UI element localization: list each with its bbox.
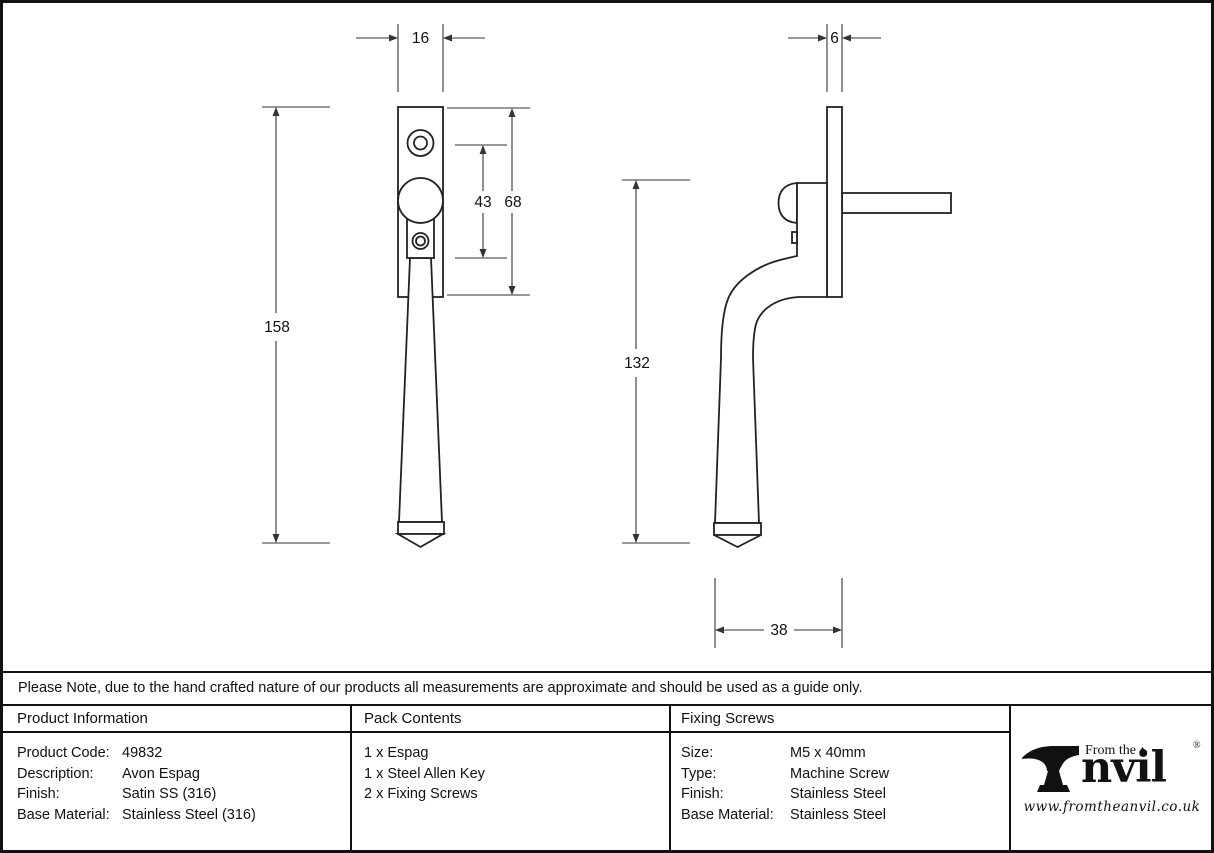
dim-label-38: 38	[770, 622, 787, 639]
fixing-screws-cell: Fixing Screws Size: M5 x 40mm Type: Mach…	[669, 706, 1009, 850]
row-value: Stainless Steel (316)	[122, 806, 256, 823]
diamond-icon: ♦	[1139, 745, 1146, 756]
pack-contents-header: Pack Contents	[352, 706, 669, 733]
row-label: Description:	[17, 765, 94, 782]
dimension-overall-length	[262, 106, 330, 544]
row-value: Machine Screw	[790, 765, 890, 782]
row-value: 49832	[122, 745, 163, 761]
front-view-drawing	[394, 106, 447, 549]
product-information-cell: Product Information Product Code: 49832 …	[3, 706, 350, 850]
row-label: Base Material:	[17, 806, 110, 823]
side-knob-cap	[777, 182, 798, 224]
dimension-projection	[714, 578, 843, 648]
dim-label-68: 68	[504, 194, 521, 211]
dim-label-43: 43	[474, 194, 491, 211]
dim-label-158: 158	[264, 319, 290, 336]
front-knob	[397, 177, 444, 224]
registered-trademark-icon: ®	[1193, 740, 1201, 751]
row-value: Satin SS (316)	[122, 786, 217, 802]
row-label: Base Material:	[681, 806, 774, 823]
dim-label-16: 16	[412, 30, 429, 47]
dimension-plate-width	[356, 24, 485, 92]
product-information-header: Product Information	[3, 706, 350, 733]
front-handle-tip	[394, 533, 447, 549]
list-item: 2 x Fixing Screws	[364, 786, 478, 802]
row-label: Finish:	[681, 786, 724, 802]
row-label: Type:	[681, 765, 717, 782]
list-item: 1 x Steel Allen Key	[364, 765, 485, 782]
table-row: Size: M5 x 40mm	[671, 743, 1009, 764]
dim-label-132: 132	[624, 355, 650, 372]
dimension-plate-depth	[788, 24, 881, 92]
dimension-screw-centres	[455, 144, 507, 259]
note-text: Please Note, due to the hand crafted nat…	[18, 680, 863, 696]
table-row: Product Code: 49832	[3, 743, 350, 764]
table-row: Base Material: Stainless Steel (316)	[3, 805, 350, 826]
front-handle-ferrule	[397, 521, 445, 535]
dimension-handle-length	[622, 179, 690, 544]
row-value: M5 x 40mm	[790, 745, 866, 761]
dimension-labels: 16 6 43 68 158 132 38	[264, 30, 839, 639]
row-value: Avon Espag	[122, 765, 200, 782]
side-handle-tip	[713, 534, 762, 549]
brand-logo-cell: From the♦ nvil ® www.fromtheanvil.co.uk	[1009, 706, 1211, 850]
dim-label-6: 6	[830, 30, 839, 47]
side-set-screw	[791, 231, 798, 244]
espag-technical-drawing: 16 6 43 68 158 132 38	[262, 24, 952, 648]
table-row: Description: Avon Espag	[3, 764, 350, 785]
row-value: Stainless Steel	[790, 786, 886, 802]
dimension-annotations	[262, 24, 881, 648]
fixing-screws-header: Fixing Screws	[671, 706, 1009, 733]
pack-contents-cell: Pack Contents 1 x Espag 1 x Steel Allen …	[350, 706, 669, 850]
row-label: Size:	[681, 745, 714, 761]
table-row: Type: Machine Screw	[671, 764, 1009, 785]
table-row: Base Material: Stainless Steel	[671, 805, 1009, 826]
anvil-icon	[1022, 746, 1079, 792]
product-info-table: Product Information Product Code: 49832 …	[3, 706, 1211, 850]
logo-tagline: From the♦	[1085, 743, 1146, 758]
logo-website: www.fromtheanvil.co.uk	[1023, 799, 1201, 815]
row-label: Product Code:	[17, 745, 110, 761]
row-label: Finish:	[17, 786, 60, 802]
measurement-disclaimer-note: Please Note, due to the hand crafted nat…	[3, 671, 1211, 706]
side-backplate	[826, 106, 843, 298]
table-row: Finish: Satin SS (316)	[3, 784, 350, 805]
table-row: Finish: Stainless Steel	[671, 784, 1009, 805]
dimension-plate-height	[447, 107, 530, 296]
row-value: Stainless Steel	[790, 806, 886, 823]
side-view-drawing	[713, 106, 952, 549]
brand-logo: From the♦ nvil ® www.fromtheanvil.co.uk	[1021, 740, 1203, 820]
side-handle-ferrule	[713, 522, 762, 536]
side-handle-body	[714, 182, 828, 524]
side-spindle	[841, 192, 952, 214]
logo-wordmark: nvil	[1081, 743, 1167, 793]
list-item: 1 x Espag	[364, 745, 429, 761]
